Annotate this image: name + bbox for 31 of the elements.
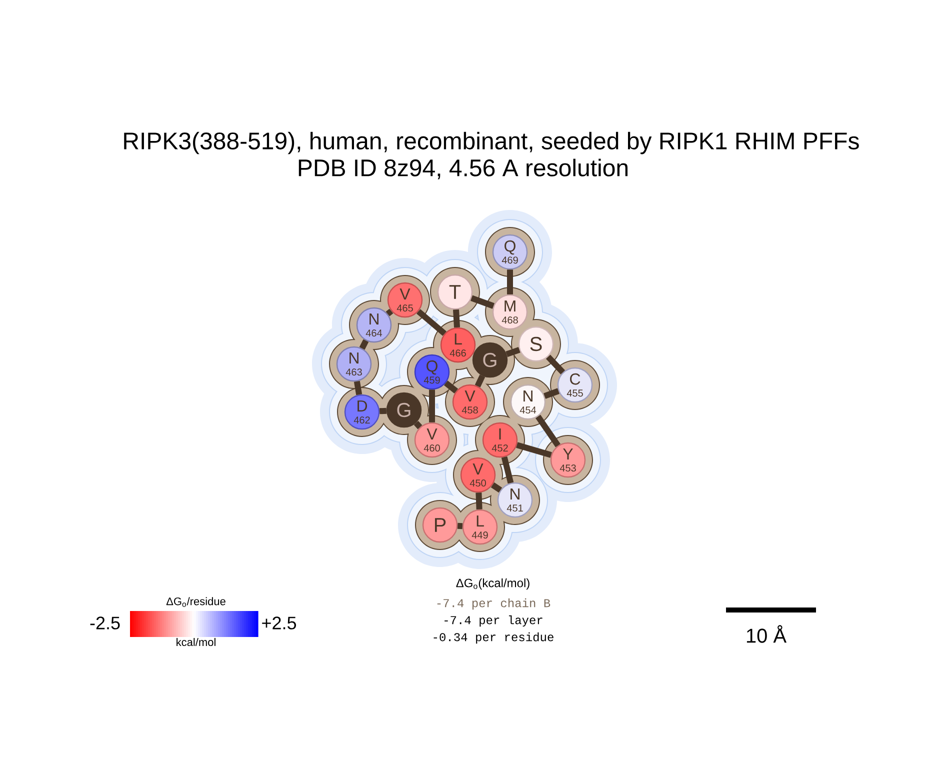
title: RIPK3(388-519), human, recombinant, seeded by RIPK1 RHIM PFFs bbox=[124, 132, 859, 154]
colorbar-title: ΔG$_{o}$/residue bbox=[166, 597, 226, 607]
backbone-segment bbox=[507, 270, 513, 294]
backbone-segment bbox=[359, 339, 369, 350]
backbone-segment bbox=[490, 482, 502, 493]
energy-heading: ΔG$_{o}$(kcal/mol) bbox=[456, 578, 530, 590]
backbone-segment bbox=[453, 309, 460, 328]
backbone-segment bbox=[476, 492, 482, 510]
backbone-segment bbox=[429, 390, 435, 422]
unit-label: kcal/mol bbox=[176, 638, 216, 646]
backbone-segment bbox=[444, 380, 458, 394]
backbone-segment bbox=[470, 295, 494, 309]
backbone-segment bbox=[386, 308, 394, 316]
energy-value: -7.4 per layer bbox=[444, 615, 542, 627]
scale-label: 10 Å bbox=[746, 625, 787, 643]
backbone-segment bbox=[474, 374, 486, 388]
backbone-segment bbox=[457, 522, 463, 530]
backbone-segment bbox=[379, 408, 387, 414]
backbone-segment bbox=[546, 354, 566, 374]
backbone-segment bbox=[354, 380, 362, 396]
energy-value: -0.34 per residue bbox=[434, 632, 554, 644]
subtitle: PDB ID 8z94, 4.56 A resolution bbox=[298, 158, 628, 180]
backbone-segment bbox=[516, 442, 552, 458]
backbone-segment bbox=[536, 414, 560, 448]
scale-value: +2.5 bbox=[262, 616, 296, 630]
backbone-segment bbox=[506, 346, 520, 358]
backbone-segment bbox=[501, 456, 514, 484]
energy-value: -7.4 per chain B bbox=[437, 598, 550, 610]
backbone-segment bbox=[414, 420, 422, 430]
backbone-segment bbox=[544, 388, 560, 399]
scale-value: -2.5 bbox=[90, 616, 120, 630]
